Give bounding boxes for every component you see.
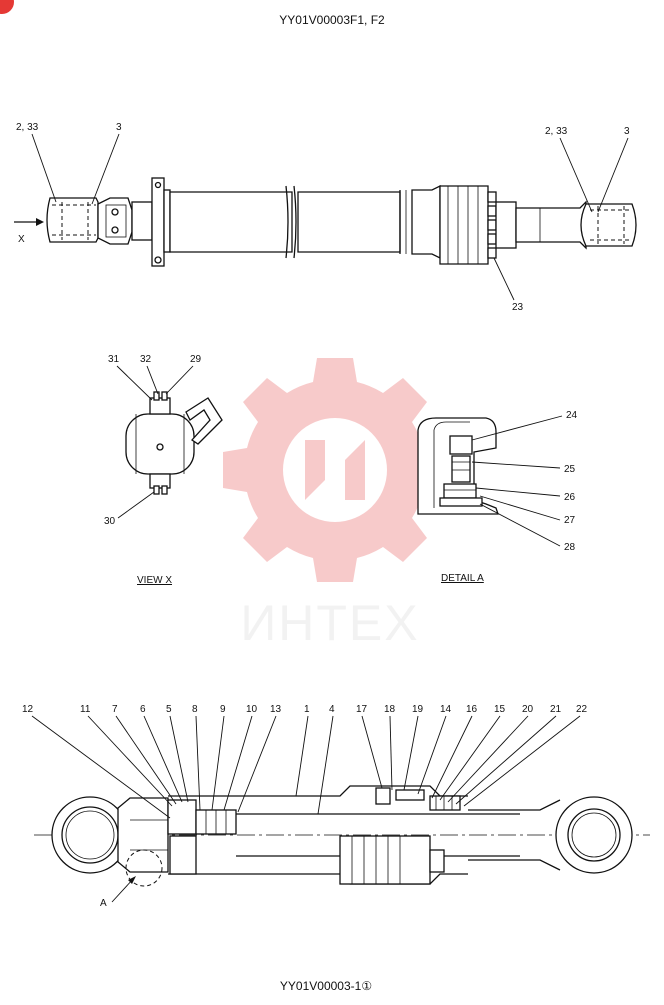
callout-18: 18	[384, 704, 396, 715]
callout-23: 23	[512, 302, 524, 313]
callout-14: 14	[440, 704, 452, 715]
callout-9: 9	[220, 704, 226, 715]
callout-28: 28	[564, 542, 576, 553]
callout-8: 8	[192, 704, 198, 715]
callout-25: 25	[564, 464, 576, 475]
callout-15: 15	[494, 704, 506, 715]
callout-22: 22	[576, 704, 588, 715]
callout-24: 24	[566, 410, 578, 421]
view-x-arrow-label: X	[18, 234, 25, 245]
cylinder-external-view: X	[14, 122, 637, 313]
callout-12: 12	[22, 704, 34, 715]
callout-3-left: 3	[116, 122, 122, 133]
detail-a-section: 24 25 26 27 28 DETAIL A	[417, 410, 578, 584]
view-x-caption: VIEW X	[137, 575, 172, 586]
corner-marker	[0, 0, 14, 14]
callout-26: 26	[564, 492, 576, 503]
callout-21: 21	[550, 704, 562, 715]
callout-31: 31	[108, 354, 120, 365]
callout-10: 10	[246, 704, 258, 715]
callout-11: 11	[80, 704, 91, 715]
drawing-code-header: YY01V00003F1, F2	[279, 13, 385, 27]
callout-27: 27	[564, 515, 576, 526]
callout-3-right: 3	[624, 126, 630, 137]
callout-20: 20	[522, 704, 534, 715]
callout-16: 16	[466, 704, 478, 715]
callout-2-33-left: 2, 33	[16, 122, 39, 133]
callout-13: 13	[270, 704, 282, 715]
callout-6: 6	[140, 704, 146, 715]
callout-17: 17	[356, 704, 368, 715]
callout-32: 32	[140, 354, 152, 365]
detail-a-arrow-label: A	[100, 898, 107, 909]
drawing-code-footer: YY01V00003-1①	[280, 979, 372, 993]
detail-a-caption: DETAIL A	[441, 573, 484, 584]
intekh-watermark-logo: ИНТЕХ	[223, 358, 447, 651]
callout-2-33-right: 2, 33	[545, 126, 568, 137]
callout-19: 19	[412, 704, 424, 715]
callout-5: 5	[166, 704, 172, 715]
watermark-text: ИНТЕХ	[240, 595, 419, 651]
callout-7: 7	[112, 704, 118, 715]
callout-4: 4	[329, 704, 335, 715]
cylinder-section-view: A 12 11 7 6 5 8 9 10 13 1 4 17 18 19 14 …	[22, 704, 650, 909]
callout-29: 29	[190, 354, 202, 365]
view-x-detail: 31 32 29 30 VIEW X	[104, 354, 223, 586]
callout-30: 30	[104, 516, 116, 527]
callout-1: 1	[304, 704, 310, 715]
